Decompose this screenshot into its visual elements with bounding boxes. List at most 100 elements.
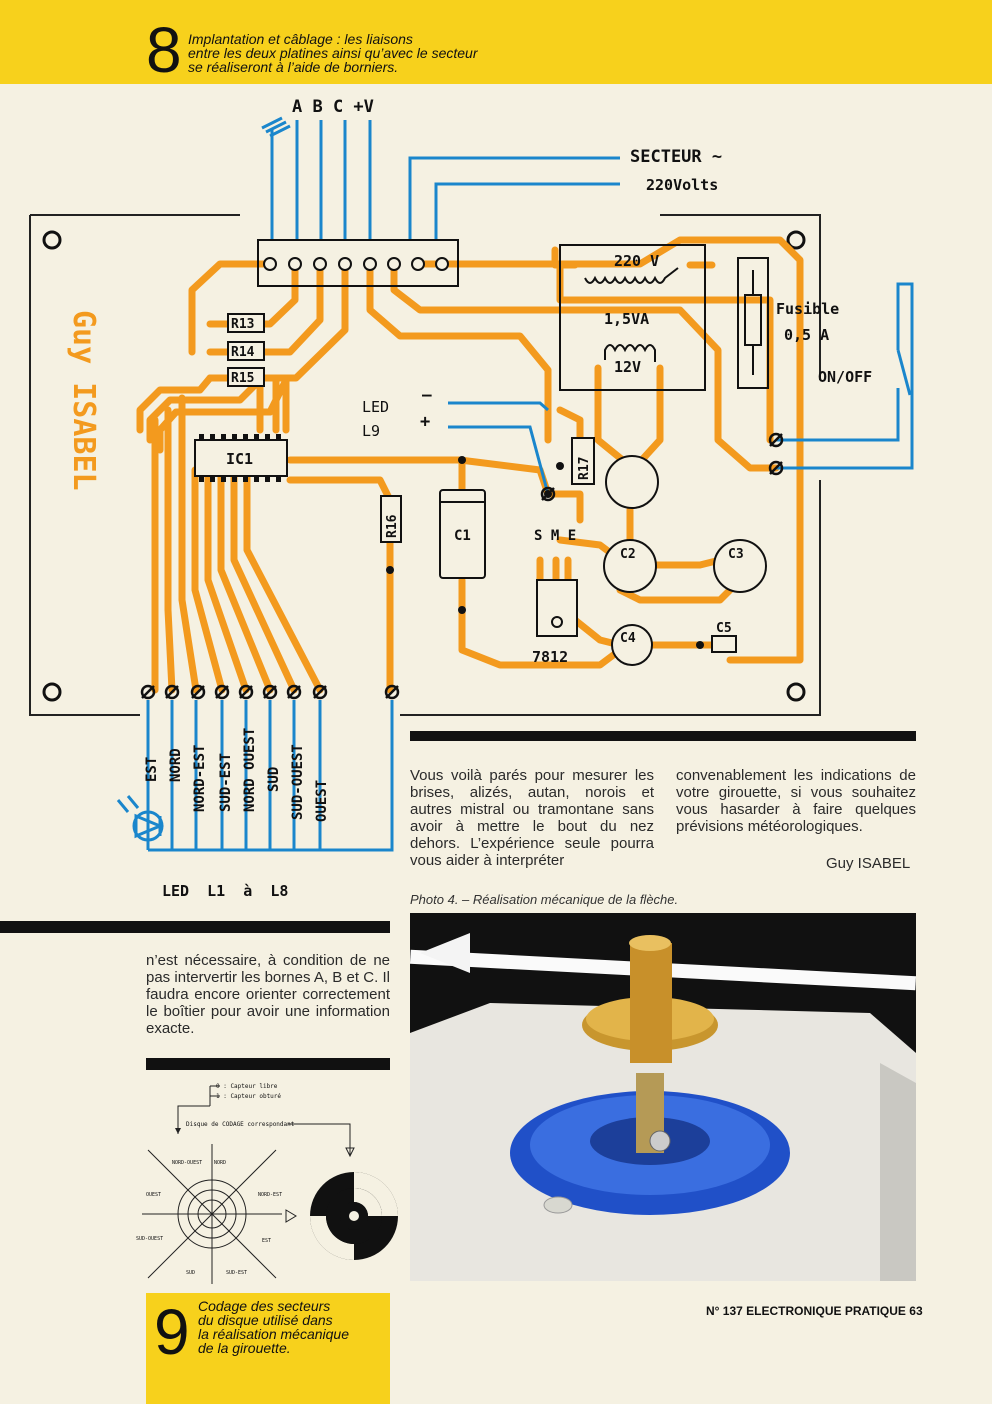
sector-label: NORD [214,1160,226,1166]
transformer-secondary-label: 12V [614,358,641,376]
dir-nord-est: NORD-EST [192,745,208,812]
fig8-caption-line: Implantation et câblage : les liaisons [188,31,413,47]
sector-label: SUD-OUEST [136,1236,163,1242]
regulator-7812 [536,579,578,637]
legend-0: 0 : Capteur libre [216,1083,278,1090]
capacitor-c1 [439,489,486,579]
led-symbol [116,795,164,842]
ic1-pins [199,434,281,482]
article-left-column: n’est nécessaire, à condition de ne pas … [146,952,390,1037]
photo-arrow-mechanism [410,913,916,1281]
led-l9-ref: L9 [362,422,380,440]
mount-hole [786,230,806,250]
terminal-screws [263,257,449,271]
fig9-caption: Codage des secteurs du disque utilisé da… [198,1299,349,1355]
section-rule [146,1058,390,1070]
section-rule [0,921,390,933]
ground-symbol [261,116,291,138]
article-column-2: convenablement les indications de votre … [676,767,916,835]
on-off-switch [896,349,912,396]
sector-rose [142,1144,282,1284]
fig8-caption-line: entre les deux platines ainsi qu’avec le… [188,45,478,61]
sector-label: EST [262,1238,271,1244]
switch-label: ON/OFF [818,368,872,386]
fig8-caption: Implantation et câblage : les liaisons e… [188,32,478,74]
resistor-r15 [227,367,265,387]
c4-label: C4 [620,631,636,646]
resistor-r13 [227,313,265,333]
ic1-label: IC1 [226,450,253,468]
disk-label: Disque de CODAGE correspondant [186,1121,295,1128]
c5-label: C5 [716,621,732,636]
coded-disk [310,1172,398,1260]
dir-sud-ouest: SUD-OUEST [290,744,306,820]
legend-1: 1 : Capteur obturé [216,1093,281,1100]
fig8-banner [0,0,992,84]
terminal-block [257,239,459,287]
c2-label: C2 [620,547,636,562]
regulator-label: 7812 [532,648,568,666]
author-name: Guy ISABEL [826,855,911,872]
board-outline [29,214,821,716]
article-column-1: Vous voilà parés pour mesurer les brises… [410,767,654,869]
transformer-primary-coil [584,267,679,284]
transformer-primary-label: 220 V [614,252,659,270]
fuse-holder [737,257,769,389]
mount-hole [42,230,62,250]
resistor-r14 [227,341,265,361]
wiring-schematic: A B C +V SECTEUR ~ 220Volts 220 V 1,5VA … [29,97,914,900]
sector-label: NORD-OUEST [172,1160,202,1166]
r13-label: R13 [231,317,254,332]
external-wires [146,120,914,852]
c3-label: C3 [728,547,744,562]
transformer-secondary-coil [604,344,656,362]
secteur-label: SECTEUR ~ [630,147,722,167]
sector-label: SUD-EST [226,1270,247,1276]
regulator-pins-label: S M E [534,528,576,544]
solder-pads [386,456,704,649]
fig9-caption-line: Codage des secteurs [198,1298,331,1314]
capacitor-c3 [713,539,767,593]
transformer-power-label: 1,5VA [604,310,649,328]
capacitor-rectifier [605,455,659,509]
ic1-chip [194,439,288,477]
fuse-label: Fusible [776,300,839,318]
photo-caption: Photo 4. – Réalisation mécanique de la f… [410,892,679,907]
dir-nord-ouest: NORD OUEST [242,728,258,812]
top-terminal-labels: A B C +V [292,97,374,117]
fig9-caption-line: du disque utilisé dans [198,1312,333,1328]
sector-label: NORD-EST [258,1192,282,1198]
fuse-value: 0,5 A [784,326,829,344]
capacitor-c5 [711,635,737,653]
fig9-number: 9 [154,1296,190,1368]
r15-label: R15 [231,371,254,386]
section-rule [410,731,916,741]
copper-traces [136,236,804,694]
r16-label: R16 [385,514,400,538]
resistor-r17 [571,437,595,485]
dir-est: EST [144,757,160,782]
page-footer: N° 137 ELECTRONIQUE PRATIQUE 63 [706,1304,923,1318]
dir-sud: SUD [266,767,282,792]
dir-sud-est: SUD-EST [218,753,234,812]
coding-disk-diagram: 0 : Capteur libre 1 : Capteur obturé Dis… [136,1083,398,1284]
arrow-icon [285,1209,297,1223]
fig9-caption-line: de la girouette. [198,1340,291,1356]
sector-label: OUEST [146,1192,161,1198]
leds-label: LED L1 à L8 [162,882,288,900]
fig8-caption-line: se réaliseront à l’aide de borniers. [188,59,399,75]
r17-label: R17 [577,457,592,480]
mount-hole [786,682,806,702]
led-plus: + [420,412,430,432]
c1-label: C1 [454,528,471,544]
fig8-number: 8 [146,14,182,86]
transformer [559,244,706,391]
signature-vertical: Guy ISABEL [66,310,101,491]
resistor-r16 [380,495,402,543]
fig9-banner [146,1293,390,1404]
dir-nord: NORD [168,748,184,782]
fig9-caption-line: la réalisation mécanique [198,1326,349,1342]
capacitor-c2 [603,539,657,593]
sector-label: SUD [186,1270,195,1276]
volts-label: 220Volts [646,176,718,194]
